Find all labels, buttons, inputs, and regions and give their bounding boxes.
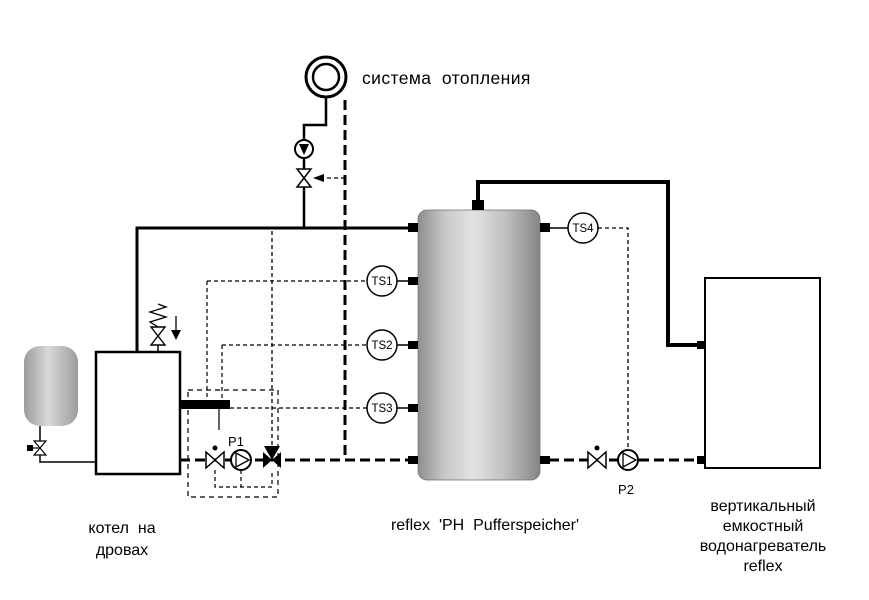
tank-stub-left-bottom xyxy=(408,456,418,464)
tank-stub-ts2 xyxy=(408,341,418,349)
heater-stub-top xyxy=(697,341,706,349)
sensor-ts4-label: TS4 xyxy=(572,223,594,235)
boiler-label-line2: дровах xyxy=(96,542,148,559)
supply-riser-pipe xyxy=(302,97,328,228)
vessel-valve-icon xyxy=(32,447,48,456)
dhw-return-group xyxy=(587,445,639,471)
tank-to-heater-pipe xyxy=(476,180,701,347)
return-shutoff-valve-icon xyxy=(213,450,225,470)
heating-system-label: система отопления xyxy=(362,68,531,88)
water-heater-label-line3: водонагреватель xyxy=(700,538,827,555)
tank-stub-left-top xyxy=(408,223,418,232)
group-wiring-line xyxy=(214,470,273,488)
water-heater-label-line1: вертикальный xyxy=(710,498,815,515)
supply-riser xyxy=(294,97,345,228)
pump-p2-label: P2 xyxy=(618,482,634,497)
three-way-valve-icon xyxy=(272,452,281,468)
riser-valve-icon xyxy=(295,176,313,188)
safety-valve-spring-icon xyxy=(147,303,169,328)
pump-p1-label: P1 xyxy=(228,434,244,449)
tank-stub-ts1 xyxy=(408,277,418,285)
pump-p2-direction-icon xyxy=(622,451,638,469)
pump-group-box xyxy=(187,389,279,498)
boiler-body xyxy=(94,350,182,476)
safety-valve-icon xyxy=(149,334,167,346)
heater-stub-bottom xyxy=(697,456,706,464)
discharge-arrow-icon xyxy=(171,330,181,340)
ts4-control-line xyxy=(598,227,629,449)
wood-boiler xyxy=(94,303,182,476)
sensor-ts2-label: TS2 xyxy=(371,340,392,352)
controller-bar xyxy=(181,400,230,409)
water-heater-body xyxy=(704,277,821,469)
tank-stub-top xyxy=(472,200,484,210)
expansion-vessel-body xyxy=(24,346,78,426)
dhw-shutoff-valve-icon xyxy=(595,450,607,470)
sensor-ts3-icon xyxy=(366,392,398,424)
temperature-sensors: TS1 TS2 TS3 TS4 xyxy=(366,212,629,449)
pump-p1-direction-icon xyxy=(235,451,251,469)
buffer-tank xyxy=(408,200,550,481)
pump-direction-icon xyxy=(299,144,309,155)
dhw-shutoff-valve-icon xyxy=(587,450,599,470)
boiler-supply-pipe xyxy=(135,226,418,352)
buffer-tank-label: reflex 'PH Pufferspeicher' xyxy=(391,517,579,534)
safety-valve-icon xyxy=(149,326,167,338)
tank-stub-ts3 xyxy=(408,404,418,412)
vessel-valve-icon xyxy=(32,440,48,449)
buffer-tank-body xyxy=(417,209,541,481)
riser-valve-icon xyxy=(295,168,313,180)
sensor-ts1-label: TS1 xyxy=(371,276,392,288)
valve-handle-dot-icon xyxy=(212,445,218,451)
three-way-valve-icon xyxy=(264,446,280,460)
water-heater-label-line2: емкостный xyxy=(723,518,804,535)
tank-stub-right-top xyxy=(540,223,550,232)
water-heater-label-line4: reflex xyxy=(743,558,782,575)
water-heater xyxy=(697,277,821,469)
expansion-vessel xyxy=(24,346,96,463)
boiler-return-group xyxy=(205,230,281,471)
three-way-valve-icon xyxy=(263,452,272,468)
heating-loop-symbol xyxy=(304,55,348,99)
vessel-connection-pipe xyxy=(39,455,96,463)
heating-circle-inner-icon xyxy=(311,62,341,92)
return-shutoff-valve-icon xyxy=(205,450,217,470)
sensor-ts3-label: TS3 xyxy=(371,403,392,415)
sensor-ts1-icon xyxy=(366,265,398,297)
valve-handle-dot-icon xyxy=(594,445,600,451)
control-wiring xyxy=(181,280,367,498)
sensor-ts2-icon xyxy=(366,329,398,361)
boiler-label-line1: котел на xyxy=(88,520,155,537)
vessel-valve-handle-icon xyxy=(27,445,33,451)
control-arrow-icon xyxy=(313,174,324,182)
tank-stub-right-bottom xyxy=(540,456,550,464)
